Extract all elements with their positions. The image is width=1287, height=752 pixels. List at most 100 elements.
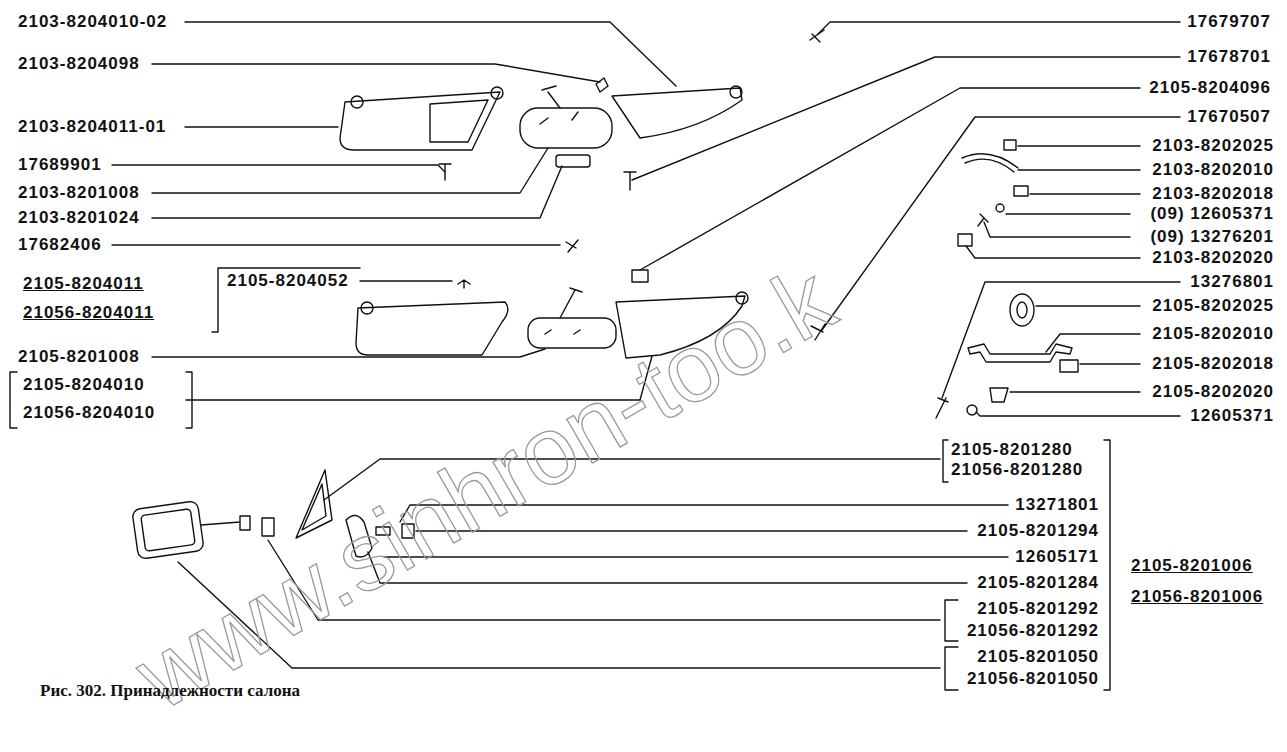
part-number: 2103-8201008 — [17, 183, 141, 203]
part-drawing — [262, 518, 274, 536]
part-drawing — [542, 86, 560, 108]
part-number: 17679707 — [1186, 12, 1272, 32]
part-drawing — [1014, 186, 1028, 196]
part-drawing — [351, 96, 363, 108]
part-number: 21056-8201006 — [1130, 587, 1264, 607]
part-drawing — [943, 440, 948, 482]
part-drawing — [491, 87, 503, 99]
part-number: 2105-8202010 — [1151, 324, 1275, 344]
part-number: 21056-8201050 — [966, 669, 1100, 689]
part-number: 2105-8204010 — [22, 375, 146, 395]
part-drawing — [1006, 213, 1130, 214]
part-drawing — [822, 117, 1180, 330]
part-drawing — [152, 148, 548, 193]
part-drawing — [132, 501, 204, 560]
part-drawing — [640, 88, 1140, 270]
watermark: www.sinhron-too.k — [120, 248, 849, 727]
part-number: 21056-8201280 — [950, 460, 1084, 480]
part-number: 2105-8202020 — [1151, 382, 1275, 402]
part-drawing — [984, 222, 1130, 237]
part-drawing — [936, 398, 948, 418]
part-number: 2105-8201006 — [1130, 556, 1254, 576]
part-drawing — [212, 268, 360, 332]
part-number: 2103-8202020 — [1151, 248, 1275, 268]
part-drawing — [356, 302, 508, 355]
part-drawing — [10, 22, 1180, 690]
part-drawing — [152, 166, 562, 218]
part-number: 2103-8201024 — [17, 208, 141, 228]
part-drawing — [1060, 360, 1078, 372]
part-drawing — [1010, 391, 1140, 392]
part-drawing — [556, 155, 590, 167]
part-number: 2103-8202018 — [1151, 184, 1275, 204]
part-drawing — [1104, 440, 1110, 690]
part-drawing — [201, 516, 250, 530]
part-drawing — [945, 647, 958, 690]
part-drawing — [966, 246, 1140, 258]
part-number: 17678701 — [1186, 47, 1272, 67]
part-drawing — [528, 318, 616, 348]
part-drawing — [1018, 169, 1140, 170]
part-number: 21056-8204010 — [22, 403, 156, 423]
part-number: 2103-8204011-01 — [17, 117, 167, 137]
part-drawing — [152, 349, 545, 357]
part-number: 2105-8204096 — [1148, 78, 1272, 98]
part-number: 2105-8201294 — [976, 521, 1100, 541]
part-drawing — [360, 280, 452, 281]
part-drawing — [990, 388, 1008, 402]
part-drawing — [968, 344, 1072, 362]
part-number: 21056-8201292 — [966, 621, 1100, 641]
part-number: 12605171 — [1014, 547, 1100, 567]
part-drawing — [1018, 145, 1140, 146]
part-drawing — [545, 330, 580, 334]
part-drawing — [976, 412, 1180, 416]
part-drawing — [810, 30, 824, 42]
part-drawing — [10, 372, 192, 428]
part-number: 12605371 — [1189, 406, 1275, 426]
part-drawing — [540, 112, 578, 124]
part-number: 2103-8202025 — [1151, 136, 1275, 156]
part-drawing — [112, 244, 560, 245]
part-drawing — [624, 172, 636, 190]
part-drawing — [1004, 140, 1016, 150]
part-drawing — [965, 159, 1014, 172]
part-drawing — [958, 234, 972, 246]
part-drawing — [560, 288, 582, 318]
part-drawing — [361, 302, 373, 314]
part-drawing — [730, 86, 742, 98]
part-drawing — [458, 280, 470, 288]
part-number: 2103-8202010 — [1151, 160, 1275, 180]
part-drawing — [185, 22, 676, 86]
part-drawing — [978, 214, 988, 226]
part-number: 2105-8202018 — [1151, 354, 1275, 374]
part-drawing — [967, 405, 977, 415]
part-drawing — [945, 600, 958, 641]
part-drawing — [430, 100, 488, 142]
part-drawing — [384, 556, 1008, 557]
part-drawing — [996, 204, 1004, 212]
part-number: 2105-8204052 — [226, 271, 350, 291]
part-drawing — [185, 126, 338, 127]
part-number: 17670507 — [1186, 107, 1272, 127]
part-drawing — [632, 270, 648, 282]
part-number: (09) 12605371 — [1149, 204, 1275, 224]
part-drawing — [942, 282, 1180, 398]
part-drawing — [141, 509, 196, 552]
part-number: 17689901 — [17, 155, 103, 175]
part-drawing — [612, 88, 742, 138]
part-number: 2105-8201280 — [950, 440, 1074, 460]
part-drawing — [520, 108, 612, 148]
part-number: 17682406 — [17, 235, 103, 255]
part-drawing — [1010, 294, 1034, 326]
part-number: 2105-8201292 — [976, 599, 1100, 619]
part-drawing — [112, 165, 445, 172]
part-drawing — [1046, 334, 1140, 352]
part-drawing — [340, 92, 500, 150]
part-number: 2105-8201284 — [976, 573, 1100, 593]
part-drawing — [818, 22, 1180, 34]
part-number: 13276801 — [1189, 272, 1275, 292]
part-drawing — [1017, 302, 1027, 318]
part-number: 21056-8204011 — [22, 303, 155, 323]
part-number: 2105-8201008 — [17, 347, 141, 367]
part-drawing — [1036, 305, 1140, 306]
